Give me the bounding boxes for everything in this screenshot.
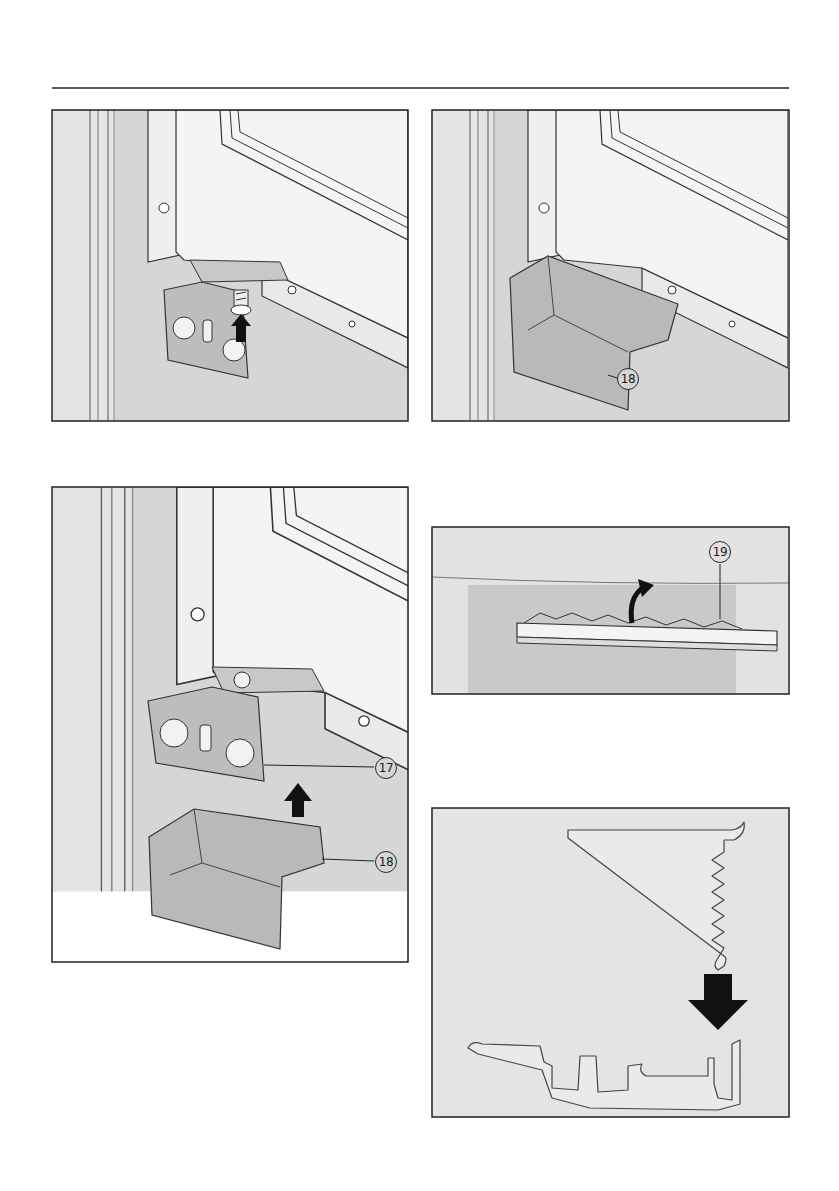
callout-number: 17 [375, 757, 397, 779]
callout-number: 18 [375, 851, 397, 873]
callout-number: 19 [709, 541, 731, 563]
callout-number: 18 [617, 368, 639, 390]
